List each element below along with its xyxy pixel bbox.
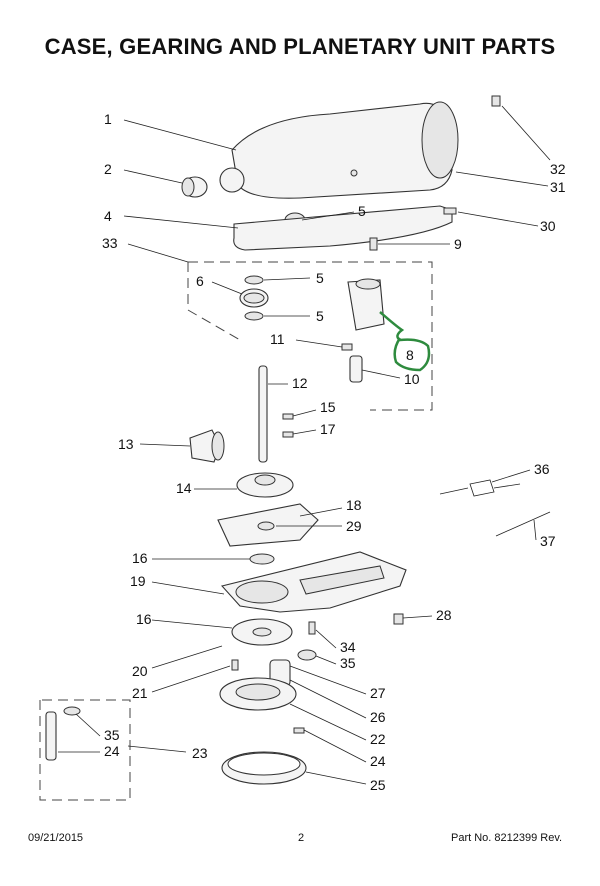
callout-34: 34 [340, 639, 356, 655]
callout-33: 33 [102, 235, 118, 251]
kit-boundary [39, 699, 131, 801]
callout-11: 11 [270, 331, 285, 347]
callout-14: 14 [176, 480, 192, 496]
callout-16-lower: 16 [136, 611, 152, 627]
gear-case-ring [235, 580, 289, 604]
attachment-knob-cap [181, 177, 195, 197]
callout-32: 32 [550, 161, 566, 177]
footer-page-number: 2 [298, 832, 305, 844]
callout-36: 36 [534, 461, 550, 477]
planetary-gear-hub [252, 627, 272, 637]
callout-24: 24 [370, 753, 386, 769]
screw-30-shape [443, 207, 457, 215]
callout-35-kit: 35 [104, 727, 120, 743]
housing-rear-cap [421, 101, 459, 179]
callout-19: 19 [130, 573, 146, 589]
callout-18: 18 [346, 497, 362, 513]
callout-12: 12 [292, 375, 308, 391]
callout-5-upper: 5 [316, 270, 324, 286]
seal-35-shape [297, 649, 317, 661]
trim-band-shape [233, 205, 453, 251]
callout-4: 4 [104, 208, 112, 224]
bevel-gear-face [211, 431, 225, 461]
callout-25: 25 [370, 777, 386, 793]
callout-3: 5 [358, 203, 366, 219]
shaft-shape [258, 365, 268, 463]
callout-17: 17 [320, 421, 336, 437]
footer-part-number: Part No. 8212399 Rev. [451, 832, 563, 844]
annotation-circle-8 [379, 311, 431, 372]
pin-11-shape [341, 343, 353, 351]
footer-date: 09/21/2015 [28, 832, 84, 844]
washer-upper-shape [244, 275, 264, 285]
callout-37: 37 [540, 533, 556, 549]
screw-21-shape [231, 659, 239, 671]
callout-27: 27 [370, 685, 386, 701]
kit-pin-shape [45, 711, 57, 761]
callout-30: 30 [540, 218, 556, 234]
gasket-hole [257, 521, 275, 531]
trim-ring-inner [227, 752, 301, 776]
callout-20: 20 [132, 663, 148, 679]
planetary-housing-inner [235, 683, 281, 701]
washer-lower-shape [244, 311, 264, 321]
callout-28: 28 [436, 607, 452, 623]
pin-34-shape [308, 621, 316, 635]
pin-15-shape [282, 413, 294, 420]
callout-labels: 1 2 5 4 5 5 6 8 9 10 11 12 13 14 15 16 1… [102, 111, 566, 793]
callout-35: 35 [340, 655, 356, 671]
callout-8: 8 [406, 347, 414, 363]
gear-bracket-top [355, 278, 381, 290]
callout-6: 6 [196, 273, 204, 289]
callout-24-kit: 24 [104, 743, 120, 759]
screw-28-shape [393, 613, 404, 625]
large-gear-hub [254, 474, 276, 486]
leader-lines [58, 105, 551, 785]
callout-31: 31 [550, 179, 566, 195]
gear-case-channel [299, 565, 385, 595]
screw-32-shape [491, 95, 501, 107]
callout-15: 15 [320, 399, 336, 415]
callout-13: 13 [118, 436, 134, 452]
wire-harness-shape [439, 479, 521, 497]
callout-16-upper: 16 [132, 550, 148, 566]
kit-seal-shape [63, 706, 81, 716]
washer-16-upper-shape [249, 553, 275, 565]
callout-21: 21 [132, 685, 148, 701]
worm-gear-teeth [243, 292, 265, 304]
pinion-shape [349, 355, 363, 383]
callout-2: 2 [104, 161, 112, 177]
callout-23: 23 [192, 745, 208, 761]
pin-24-shape [293, 727, 305, 734]
housing-front-hub [219, 167, 245, 193]
assembly-boundary [187, 261, 433, 411]
callout-29: 29 [346, 518, 362, 534]
callout-1: 1 [104, 111, 112, 127]
pin-17-shape [282, 431, 294, 438]
wire-lead-shape [495, 511, 551, 537]
callout-10: 10 [404, 371, 420, 387]
housing-vent [350, 169, 358, 177]
screw-9-shape [369, 237, 378, 251]
page-title: CASE, GEARING AND PLANETARY UNIT PARTS [44, 34, 556, 59]
callout-9: 9 [454, 236, 462, 252]
motor-housing-shape [231, 102, 453, 199]
callout-22: 22 [370, 731, 386, 747]
callout-26: 26 [370, 709, 386, 725]
callout-5-lower: 5 [316, 308, 324, 324]
